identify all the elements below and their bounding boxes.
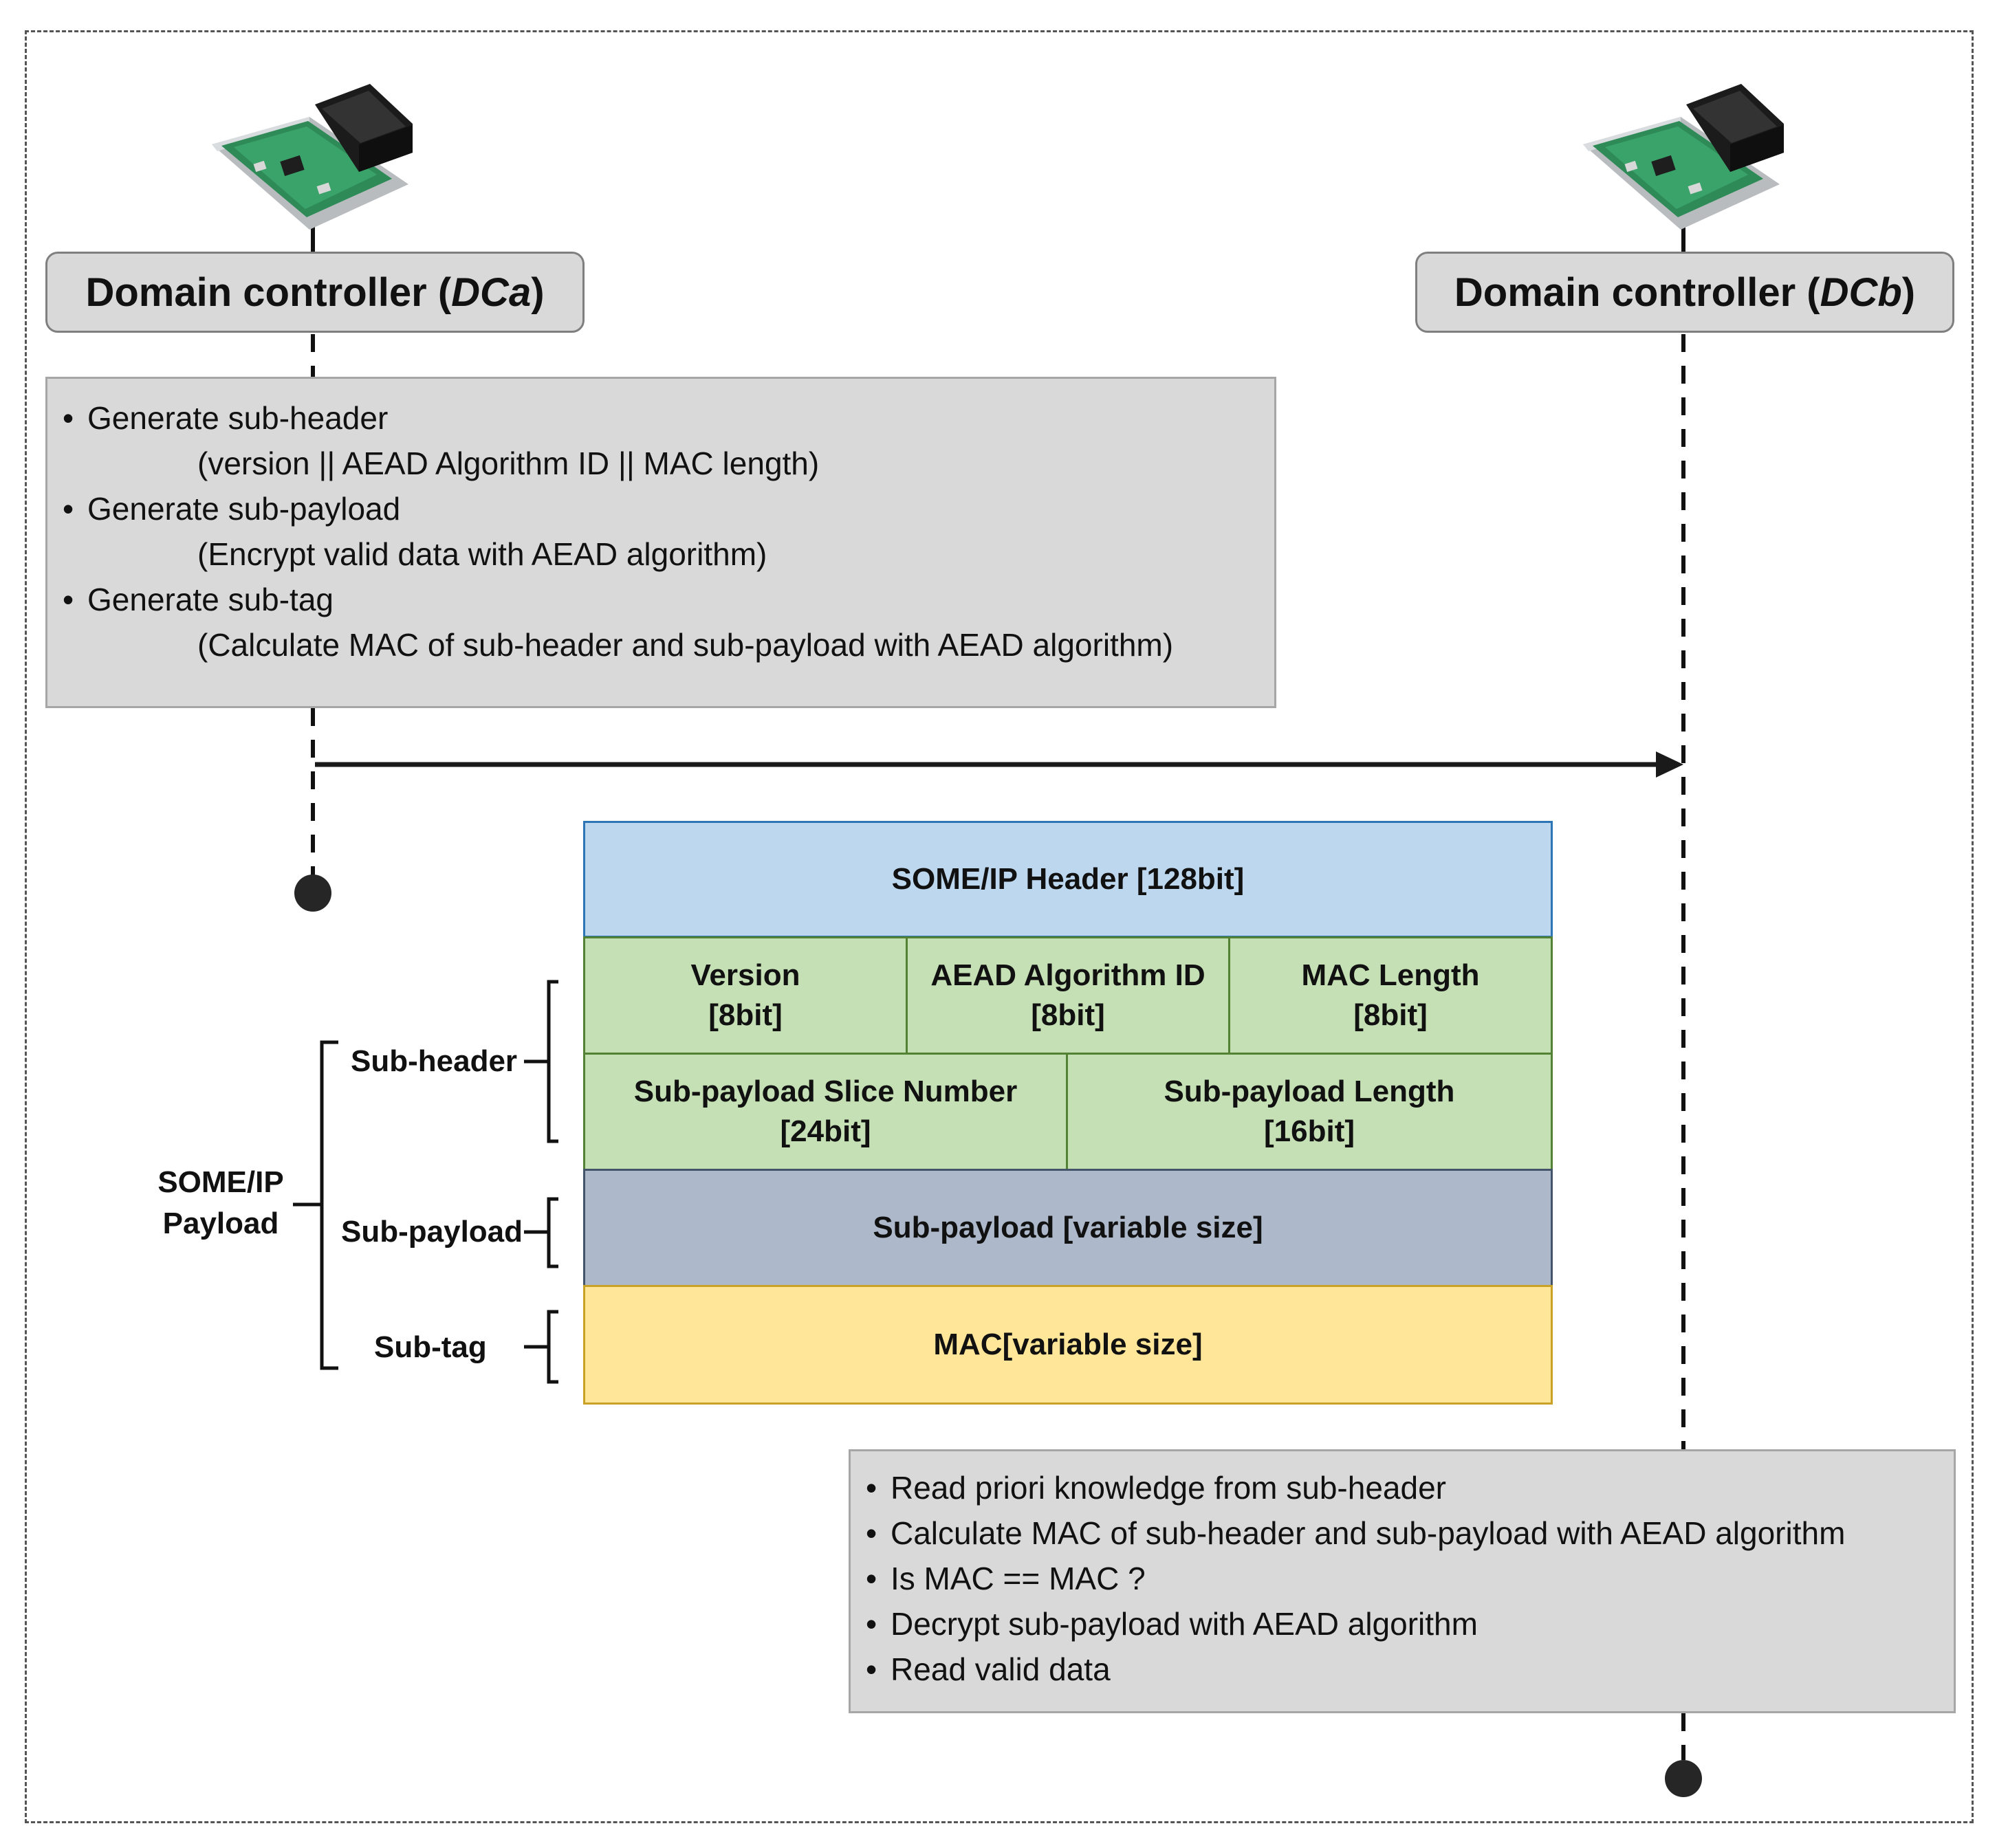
sender-step-detail: (Calculate MAC of sub-header and sub-pay… <box>197 627 1174 663</box>
sender-step-text: Generate sub-payload <box>87 491 401 527</box>
receiver-step-text: Decrypt sub-payload with AEAD algorithm <box>891 1606 1478 1642</box>
aead-algorithm-id-field: AEAD Algorithm ID [8bit] <box>906 936 1230 1055</box>
domain-controller-b-close: ) <box>1901 270 1916 315</box>
bullet-glyph: • <box>63 491 74 527</box>
sender-step-text: Generate sub-header <box>87 400 389 436</box>
message-arrowhead <box>1656 751 1683 778</box>
aead-algorithm-id-size: [8bit] <box>1031 998 1105 1032</box>
aead-algorithm-id-name: AEAD Algorithm ID <box>930 958 1205 992</box>
bullet-glyph: • <box>63 400 74 436</box>
slice-number-field: Sub-payload Slice Number [24bit] <box>583 1053 1068 1171</box>
receiver-step-text: Read priori knowledge from sub-header <box>891 1470 1446 1506</box>
sender-step-text: Generate sub-tag <box>87 582 334 617</box>
sender-step-detail: (Encrypt valid data with AEAD algorithm) <box>197 536 767 572</box>
slice-number-name: Sub-payload Slice Number <box>633 1075 1018 1108</box>
receiver-step: • Read valid data <box>866 1647 1954 1692</box>
sub-payload-label: Sub-payload [variable size] <box>873 1211 1263 1244</box>
sub-payload-length-name: Sub-payload Length <box>1164 1075 1455 1108</box>
mac-length-size: [8bit] <box>1353 998 1428 1032</box>
sub-header-label: Sub-header <box>351 1044 518 1078</box>
domain-controller-b: Domain controller (DCb) <box>1415 252 1954 333</box>
sub-payload-brace <box>524 1197 558 1268</box>
someip-payload-label: SOME/IP Payload <box>155 1162 286 1244</box>
bullet-glyph: • <box>866 1470 877 1506</box>
mac-length-name: MAC Length <box>1301 958 1480 992</box>
diagram-frame <box>25 30 1974 1823</box>
payload-brace <box>293 1040 338 1370</box>
sub-payload-field: Sub-payload [variable size] <box>583 1169 1553 1287</box>
bullet-glyph: • <box>866 1515 877 1551</box>
receiver-step-text: Read valid data <box>891 1651 1111 1687</box>
receiver-step-text: Calculate MAC of sub-header and sub-payl… <box>891 1515 1846 1551</box>
lifeline-a-end <box>294 874 331 912</box>
mac-length-field: MAC Length [8bit] <box>1228 936 1553 1055</box>
someip-header-field: SOME/IP Header [128bit] <box>583 821 1553 938</box>
lifeline-b-end <box>1665 1760 1702 1797</box>
domain-controller-a: Domain controller (DCa) <box>45 252 585 333</box>
domain-controller-a-label: Domain controller ( <box>85 270 452 315</box>
sub-tag-label: Sub-tag <box>374 1330 487 1364</box>
mac-label: MAC[variable size] <box>933 1328 1203 1361</box>
version-size: [8bit] <box>708 998 783 1032</box>
sub-header-brace <box>524 980 558 1143</box>
sender-steps-box: • Generate sub-header (version || AEAD Al… <box>45 377 1276 708</box>
version-field: Version [8bit] <box>583 936 908 1055</box>
bullet-glyph: • <box>866 1606 877 1642</box>
domain-controller-a-close: ) <box>531 270 545 315</box>
someip-payload-line2: Payload <box>162 1207 279 1240</box>
bullet-glyph: • <box>866 1651 877 1687</box>
domain-controller-b-id: DCb <box>1820 270 1902 315</box>
sub-payload-brace-label: Sub-payload <box>341 1215 523 1248</box>
someip-header-label: SOME/IP Header [128bit] <box>891 862 1245 896</box>
domain-controller-a-id: DCa <box>451 270 532 315</box>
ecu-device-icon <box>212 84 413 230</box>
slice-number-size: [24bit] <box>780 1114 871 1148</box>
receiver-steps-box: • Read priori knowledge from sub-header •… <box>849 1449 1956 1713</box>
sender-step: • Generate sub-tag <box>63 577 1274 622</box>
receiver-step: • Read priori knowledge from sub-header <box>866 1465 1954 1510</box>
sender-step: • Generate sub-payload <box>63 486 1274 531</box>
receiver-step: • Is MAC == MAC ? <box>866 1556 1954 1601</box>
sub-payload-length-field: Sub-payload Length [16bit] <box>1066 1053 1553 1171</box>
sender-step-detail: (version || AEAD Algorithm ID || MAC len… <box>197 446 820 481</box>
bullet-glyph: • <box>866 1561 877 1596</box>
sender-step: • Generate sub-header <box>63 395 1274 441</box>
sub-payload-length-size: [16bit] <box>1264 1114 1355 1148</box>
bullet-glyph: • <box>63 582 74 617</box>
domain-controller-b-label: Domain controller ( <box>1454 270 1820 315</box>
sub-tag-brace <box>524 1310 558 1384</box>
mac-field: MAC[variable size] <box>583 1285 1553 1405</box>
receiver-step: • Calculate MAC of sub-header and sub-pay… <box>866 1510 1954 1556</box>
ecu-device-icon <box>1583 84 1784 230</box>
someip-payload-line1: SOME/IP <box>157 1165 284 1199</box>
receiver-step: • Decrypt sub-payload with AEAD algorithm <box>866 1601 1954 1647</box>
version-name: Version <box>690 958 800 992</box>
receiver-step-text: Is MAC == MAC ? <box>891 1561 1146 1596</box>
